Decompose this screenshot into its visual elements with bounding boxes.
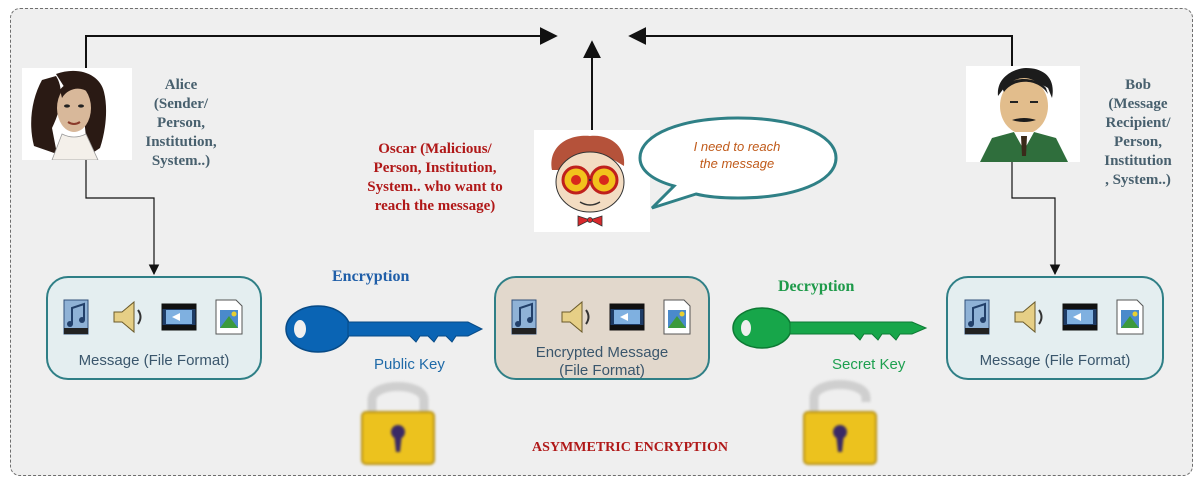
message-box-recipient: Message (File Format) bbox=[946, 276, 1164, 380]
oscar-label-line: Oscar (Malicious/ bbox=[378, 141, 492, 157]
image-file-icon bbox=[663, 299, 691, 335]
video-file-icon bbox=[609, 303, 645, 331]
alice-label: Alice (Sender/ Person, Institution, Syst… bbox=[136, 76, 226, 171]
bob-label-line: Bob bbox=[1125, 77, 1151, 93]
bob-label-line: (Message bbox=[1108, 96, 1168, 112]
alice-label-line: Alice bbox=[164, 77, 198, 93]
bob-label-line: Institution bbox=[1104, 153, 1172, 169]
speaker-icon bbox=[561, 300, 590, 334]
speaker-icon bbox=[113, 300, 142, 334]
music-file-icon bbox=[63, 299, 89, 335]
bob-portrait bbox=[966, 66, 1080, 162]
encrypted-message-box: Encrypted Message (File Format) bbox=[494, 276, 710, 380]
alice-top-arrow bbox=[85, 27, 558, 70]
closed-lock-icon bbox=[361, 382, 435, 465]
bob-label-line: , System..) bbox=[1105, 172, 1171, 188]
bubble-line: I need to reach bbox=[693, 139, 781, 154]
bob-top-arrow bbox=[628, 27, 1013, 70]
file-icons bbox=[48, 298, 260, 336]
encryption-label: Encryption bbox=[332, 268, 410, 285]
encrypted-label-line: Encrypted Message bbox=[535, 344, 669, 361]
message-label: Message (File Format) bbox=[979, 352, 1131, 369]
file-icons bbox=[948, 298, 1162, 336]
music-file-icon bbox=[964, 299, 990, 335]
file-icons bbox=[496, 298, 708, 336]
bob-label: Bob (Message Recipient/ Person, Institut… bbox=[1084, 76, 1192, 190]
open-lock-icon bbox=[803, 380, 877, 465]
bob-label-line: Recipient/ bbox=[1105, 115, 1171, 131]
bubble-line: the message bbox=[699, 156, 775, 171]
alice-down-arrow bbox=[85, 160, 160, 276]
secret-key-label: Secret Key bbox=[832, 356, 906, 373]
bob-down-arrow bbox=[1011, 162, 1061, 276]
video-file-icon bbox=[1062, 303, 1098, 331]
video-file-icon bbox=[161, 303, 197, 331]
oscar-label-line: Person, Institution, bbox=[373, 160, 497, 176]
speech-bubble bbox=[638, 116, 838, 210]
encrypted-message-label: Encrypted Message (File Format) bbox=[496, 344, 708, 380]
alice-label-line: Institution, bbox=[145, 134, 217, 150]
diagram-title: ASYMMETRIC ENCRYPTION bbox=[532, 440, 728, 455]
alice-label-line: Person, bbox=[157, 115, 205, 131]
bob-label-line: Person, bbox=[1114, 134, 1162, 150]
public-key-icon bbox=[285, 305, 484, 353]
oscar-label-line: System.. who want to bbox=[367, 179, 503, 195]
alice-label-line: (Sender/ bbox=[153, 96, 209, 112]
alice-label-line: System..) bbox=[151, 153, 211, 169]
oscar-label-line: reach the message) bbox=[374, 198, 496, 214]
encrypted-label-line: (File Format) bbox=[559, 362, 645, 379]
message-label: Message (File Format) bbox=[78, 352, 230, 369]
decryption-label: Decryption bbox=[778, 278, 855, 295]
speaker-icon bbox=[1014, 300, 1043, 334]
message-box-sender: Message (File Format) bbox=[46, 276, 262, 380]
alice-portrait bbox=[22, 68, 132, 160]
secret-key-icon bbox=[732, 307, 928, 349]
speech-bubble-text: I need to reach the message bbox=[668, 138, 806, 172]
music-file-icon bbox=[511, 299, 537, 335]
oscar-label: Oscar (Malicious/ Person, Institution, S… bbox=[335, 140, 535, 216]
image-file-icon bbox=[215, 299, 243, 335]
oscar-portrait bbox=[534, 130, 650, 232]
public-key-label: Public Key bbox=[374, 356, 445, 373]
image-file-icon bbox=[1116, 299, 1144, 335]
